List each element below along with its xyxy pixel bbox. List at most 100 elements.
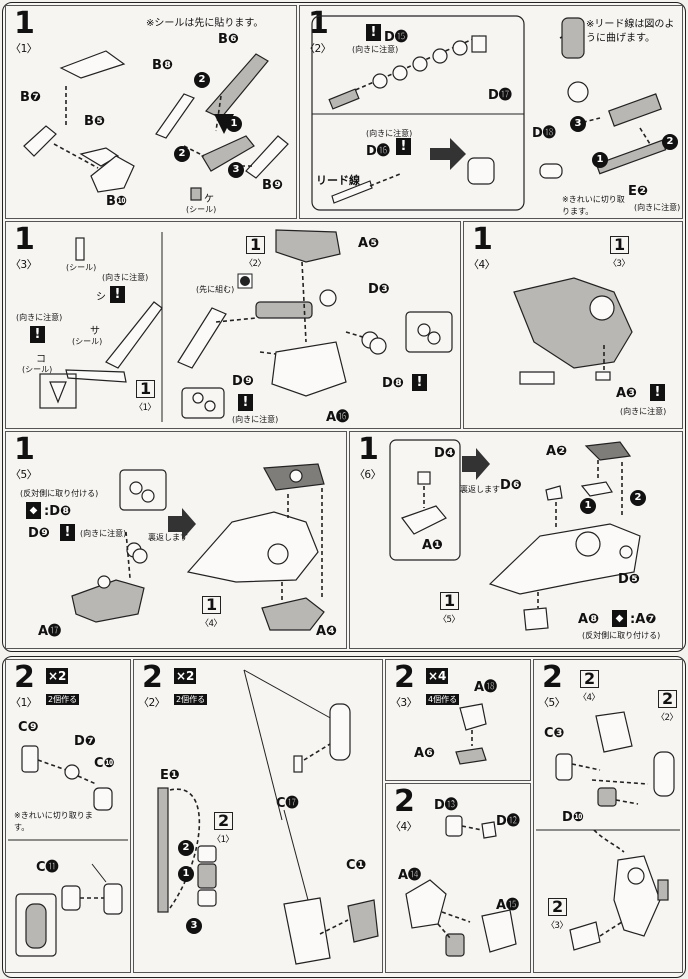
part-a1 (401, 505, 447, 535)
label-a1: A❶ (422, 538, 444, 553)
step1-panel: 1 〈1〉 ※シールは先に貼ります。 B❼ B❺ (2, 2, 686, 652)
step-number: 2 (394, 784, 415, 819)
label-a8: A❽ (578, 612, 600, 627)
part-body-assembly (488, 523, 641, 595)
part-c17 (283, 897, 331, 965)
sticker-icon (190, 187, 202, 201)
substep-label: 〈3〉 (390, 696, 418, 709)
label-d7: D❼ (74, 734, 96, 749)
label-a16: A⓰ (326, 410, 350, 425)
part-head-assembly (513, 277, 633, 369)
caution-icon: ! (366, 24, 381, 41)
caution-icon: ! (238, 394, 253, 411)
label-d18: D⓲ (532, 126, 556, 141)
opposite-side-label: (反対側に取り付ける) (20, 489, 99, 498)
step1-3-drawing (39, 229, 453, 422)
label-c1: C❶ (346, 858, 367, 873)
d9-caution: (向きに注意) (80, 529, 127, 538)
caution-label: (向きに注意) (102, 273, 149, 282)
caution-label: (向きに注意) (232, 415, 279, 424)
part-d13 (445, 815, 463, 837)
part-b8 (155, 93, 195, 139)
bend-note: ※リード線は図のように曲げます。 (586, 19, 675, 44)
ref-step-number: 1 (136, 380, 156, 398)
part-b6 (205, 53, 269, 119)
part-foot (569, 921, 601, 951)
ref-substep: 〈3〉 (608, 259, 630, 269)
part-head-mid (177, 307, 227, 369)
step1-6-cell: 1 〈6〉 D❹ A❶ 裏返します (349, 431, 683, 649)
label-d4: D❹ (434, 446, 456, 461)
substep-label: 〈1〉 (10, 696, 38, 709)
cut-note: ※きれいに切り取ります。 (562, 195, 625, 216)
part-a5 (275, 229, 341, 263)
part-c9 (21, 745, 39, 773)
step1-1-parts-drawing (23, 50, 289, 201)
step2-3-cell: 2 ×4 〈3〉 4個作る A⓲ A❻ (385, 659, 531, 781)
ref-step-number: 2 (548, 898, 568, 916)
caution-icon: ! (396, 138, 411, 155)
part-head-left (105, 301, 163, 369)
order-2-icon: 2 (630, 490, 646, 506)
order-3-icon: 3 (570, 116, 586, 132)
part-shin (653, 751, 675, 797)
order-1-icon: 1 (226, 116, 242, 132)
step-number: 1 (358, 432, 379, 467)
ref-step-number: 2 (580, 670, 600, 688)
label-a14: A⓮ (398, 868, 422, 883)
step2-5-drawing (536, 711, 680, 951)
step-number: 1 (472, 222, 493, 257)
order-3-icon: 3 (186, 918, 202, 934)
substep-label: 〈5〉 (10, 468, 38, 481)
label-a17: A⓱ (38, 624, 62, 639)
step2-1-drawing (8, 745, 128, 957)
ref-substep: 〈1〉 (212, 835, 234, 845)
label-a3: A❸ (616, 386, 638, 401)
step2-2-drawing (157, 669, 379, 965)
step-number: 1 (14, 432, 35, 467)
part-leg-assembly (613, 855, 661, 937)
order-3-icon: 3 (228, 162, 244, 178)
label-b6: B❻ (218, 32, 239, 47)
label-c9: C❾ (18, 720, 39, 735)
label-d16: D⓰ (366, 144, 390, 159)
label-a15: A⓯ (496, 898, 520, 913)
label-e1: E❶ (160, 768, 180, 783)
step-number: 1 (14, 222, 35, 257)
order-2-icon: 2 (178, 840, 194, 856)
flip-label: 裏返します (460, 485, 500, 494)
sticker-caption: (シール) (66, 263, 97, 272)
order-2-icon: 2 (662, 134, 678, 150)
part-c1 (347, 899, 379, 943)
part-d6 (545, 485, 563, 501)
both-sides-icon: ◆ (612, 610, 627, 627)
sticker-ke-label: ケ (204, 194, 214, 205)
caution-icon: ! (30, 326, 45, 343)
ref-substep: 〈5〉 (438, 615, 460, 625)
part-joint-top (561, 17, 585, 59)
order-2-icon: 2 (194, 72, 210, 88)
label-d10: D❿ (562, 810, 584, 825)
label-b5: B❺ (84, 114, 105, 129)
part-a14 (405, 879, 447, 929)
caution-icon: ! (60, 524, 75, 541)
step1-5-cell: 1 〈5〉 (反対側に取り付ける) ◆ :D❽ D❾ ! (向きに注意) A⓱ … (5, 431, 347, 649)
arrow-right-icon (168, 508, 196, 540)
label-e2: E❷ (628, 184, 648, 199)
label-a2: A❷ (546, 444, 568, 459)
step-number: 2 (542, 660, 563, 695)
part-c3 (555, 753, 573, 781)
step-number: 2 (14, 660, 35, 695)
ref-step-number: 1 (440, 592, 460, 610)
part-body-assembly (186, 511, 319, 583)
label-d6: D❻ (500, 478, 522, 493)
sticker-ko: コ (36, 354, 46, 365)
substep-label: 〈6〉 (354, 468, 382, 481)
substep-label: 〈4〉 (390, 820, 418, 833)
d15-caution: (向きに注意) (352, 45, 399, 54)
sticker-caption: (シール) (72, 337, 103, 346)
label-a5: A❺ (358, 236, 380, 251)
part-a15 (481, 909, 517, 953)
part-chevron (49, 381, 67, 404)
